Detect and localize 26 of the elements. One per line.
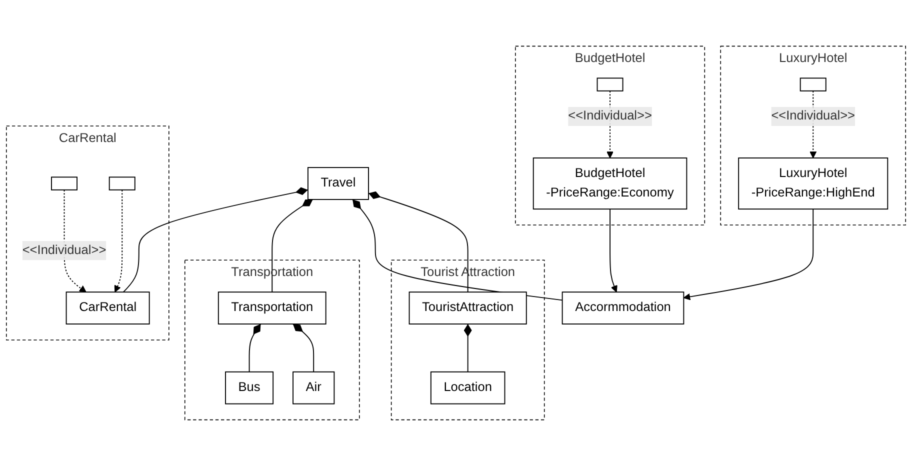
node-box: Location — [430, 371, 506, 404]
node-box — [108, 176, 136, 190]
edge-label: <<Individual>> — [771, 109, 856, 123]
node-box: Air — [292, 371, 335, 404]
edge-label: <<Individual>> — [568, 109, 652, 123]
connector — [122, 187, 308, 293]
node-box — [800, 78, 826, 92]
node-box: BudgetHotel -PriceRange:Economy — [532, 157, 688, 210]
node-box: Transportation — [218, 292, 326, 324]
connector — [368, 191, 468, 293]
node-box — [51, 176, 78, 190]
node-box: TouristAttraction — [408, 292, 527, 324]
node-box: LuxuryHotel -PriceRange:HighEnd — [738, 157, 888, 210]
node-box: Travel — [307, 167, 369, 200]
arrow — [114, 189, 123, 292]
node-box: CarRental — [66, 292, 150, 324]
connector — [248, 324, 262, 372]
connector — [464, 324, 472, 372]
arrow — [610, 208, 618, 292]
node-box — [596, 78, 624, 92]
node-box: Accormmodation — [562, 292, 684, 324]
arrow — [683, 208, 814, 300]
edge-label: <<Individual>> — [22, 243, 106, 257]
connector — [292, 324, 314, 372]
connector — [352, 199, 563, 301]
node-box: Bus — [225, 371, 274, 404]
